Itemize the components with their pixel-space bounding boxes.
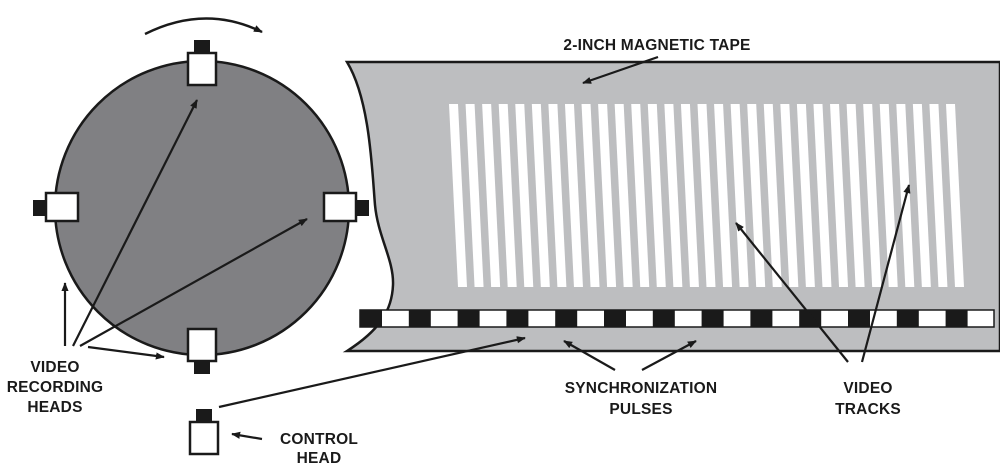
video-track <box>830 104 849 287</box>
video-track <box>449 104 467 287</box>
sync-pulse <box>408 310 431 327</box>
video-head-top <box>186 40 218 87</box>
recording-heads-arrow-2 <box>72 99 198 347</box>
video-track <box>747 104 766 287</box>
video-tracks-arrow-right <box>860 184 911 363</box>
sync-pulse <box>750 310 773 327</box>
video-tracks-group <box>449 104 964 287</box>
video-head-left <box>33 191 80 223</box>
recording-heads-arrow-4 <box>87 345 165 360</box>
video-tracks-label-line-1: VIDEO <box>843 380 892 397</box>
video-track <box>598 104 617 287</box>
video-track <box>730 104 749 287</box>
recording-heads-label-line-3: HEADS <box>27 399 82 416</box>
sync-pulses-label-line-1: SYNCHRONIZATION <box>565 380 718 397</box>
video-track <box>647 104 666 287</box>
sync-pulse <box>848 310 870 327</box>
control-head-label-line-1: CONTROL <box>280 431 358 448</box>
recording-heads-label-line-2: RECORDING <box>7 379 104 396</box>
sync-pulse <box>652 310 675 327</box>
sync-pulses-label-line-2: PULSES <box>609 401 672 418</box>
video-head-right <box>322 191 369 223</box>
recording-heads-arrow-3 <box>79 218 308 347</box>
sync-pulses-arrow-left <box>563 340 616 371</box>
video-track <box>912 104 931 287</box>
video-track <box>697 104 716 287</box>
control-head-arrow <box>231 431 263 441</box>
sync-pulse <box>896 310 919 327</box>
video-track <box>946 104 964 287</box>
video-track <box>714 104 733 287</box>
sync-pulses-arrow-right <box>641 340 697 371</box>
control-head-label-line-2: HEAD <box>297 450 342 464</box>
video-track <box>929 104 948 287</box>
control-head-to-track-arrow <box>218 336 526 409</box>
sync-pulse <box>701 310 724 327</box>
video-track <box>515 104 534 287</box>
video-track <box>564 104 583 287</box>
video-track <box>498 104 517 287</box>
rotation-arrow <box>144 17 263 36</box>
tape-label: 2-INCH MAGNETIC TAPE <box>563 37 750 54</box>
sync-pulse <box>604 310 626 327</box>
video-track <box>531 104 550 287</box>
video-tracks-label-line-2: TRACKS <box>835 401 901 418</box>
video-tracks-arrow-left <box>735 222 849 363</box>
sync-pulse <box>360 310 382 327</box>
head-drum <box>53 59 351 357</box>
video-track <box>763 104 782 287</box>
video-track <box>465 104 484 287</box>
video-track <box>780 104 799 287</box>
video-track <box>863 104 882 287</box>
sync-pulse <box>945 310 968 327</box>
sync-pulse <box>555 310 578 327</box>
video-track <box>846 104 865 287</box>
video-track <box>631 104 650 287</box>
video-track <box>482 104 501 287</box>
video-track <box>614 104 633 287</box>
video-track <box>581 104 600 287</box>
sync-pulses-group <box>360 310 968 327</box>
video-track <box>664 104 683 287</box>
tape-pointer-arrow <box>582 55 659 85</box>
sync-pulse <box>506 310 529 327</box>
sync-pulse <box>457 310 480 327</box>
video-track <box>548 104 567 287</box>
recording-heads-label-line-1: VIDEO <box>30 359 79 376</box>
video-track <box>680 104 699 287</box>
video-track <box>813 104 832 287</box>
video-head-bottom <box>186 327 218 374</box>
video-track <box>796 104 815 287</box>
control-head <box>188 409 220 456</box>
